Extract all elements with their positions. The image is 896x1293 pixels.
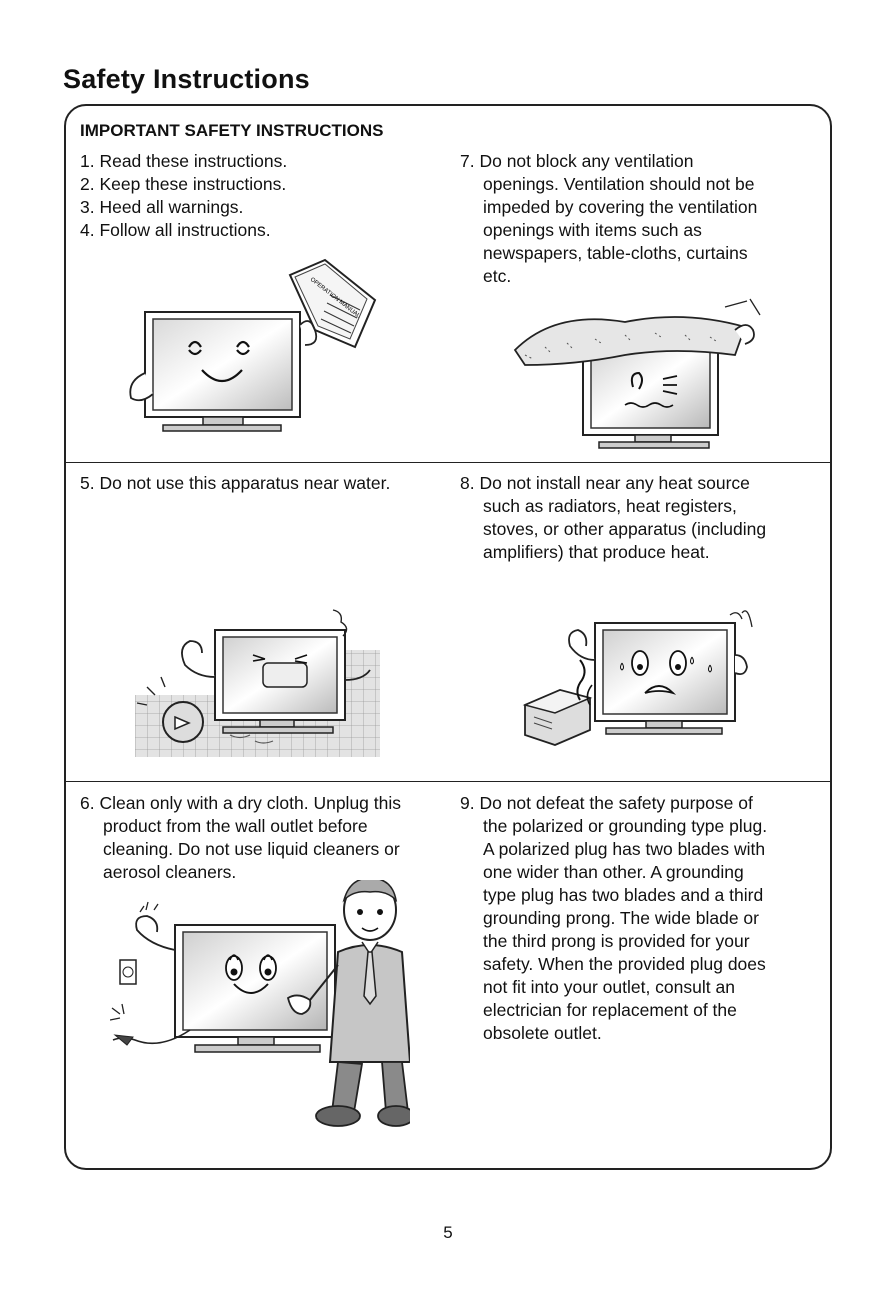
instruction-9: 9. Do not defeat the safety purpose of t… [460, 792, 767, 1045]
instruction-9-line: safety. When the provided plug does [483, 954, 766, 974]
instruction-7-line: newspapers, table-cloths, curtains [483, 243, 748, 263]
instruction-9-line: 9. Do not defeat the safety purpose of [460, 793, 753, 813]
instruction-8-line: stoves, or other apparatus (including [483, 519, 767, 539]
section-divider [64, 462, 832, 463]
tv-near-water-illustration [135, 609, 380, 757]
instruction-3: 3. Heed all warnings. [80, 197, 244, 217]
instruction-7-line: etc. [483, 266, 512, 286]
instruction-7-line: 7. Do not block any ventilation [460, 151, 694, 171]
tv-near-heater-illustration [522, 610, 753, 746]
instruction-6: 6. Clean only with a dry cloth. Unplug t… [80, 792, 401, 884]
section-heading: IMPORTANT SAFETY INSTRUCTIONS [80, 121, 384, 140]
page-number: 5 [443, 1223, 453, 1242]
instruction-2: 2. Keep these instructions. [80, 174, 287, 194]
instruction-5: 5. Do not use this apparatus near water. [80, 473, 391, 493]
instruction-8-line: such as radiators, heat registers, [483, 496, 737, 516]
instruction-6-line: 6. Clean only with a dry cloth. Unplug t… [80, 793, 401, 813]
instruction-8-line: 8. Do not install near any heat source [460, 473, 750, 493]
instruction-7-line: openings. Ventilation should not be [483, 174, 755, 194]
instruction-7-line: openings with items such as [483, 220, 702, 240]
instruction-9-line: grounding prong. The wide blade or [483, 908, 759, 928]
tv-covered-cloth-illustration [513, 298, 761, 449]
instruction-7: 7. Do not block any ventilation openings… [460, 150, 757, 288]
instruction-9-line: one wider than other. A grounding [483, 862, 744, 882]
instruction-9-line: the third prong is provided for your [483, 931, 750, 951]
instruction-list-1-4: 1. Read these instructions. 2. Keep thes… [80, 150, 287, 242]
instruction-9-line: A polarized plug has two blades with [483, 839, 766, 859]
instruction-4: 4. Follow all instructions. [80, 220, 271, 240]
instruction-9-line: the polarized or grounding type plug. [483, 816, 768, 836]
instruction-7-line: impeded by covering the ventilation [483, 197, 758, 217]
instruction-9-line: not fit into your outlet, consult an [483, 977, 735, 997]
instruction-6-line: cleaning. Do not use liquid cleaners or [103, 839, 400, 859]
tv-reading-manual-illustration: OPERATION MANUAL [129, 258, 377, 432]
man-cleaning-tv-illustration [110, 880, 410, 1127]
instructions-frame [64, 104, 832, 1170]
instruction-9-line: electrician for replacement of the [483, 1000, 737, 1020]
instruction-9-line: obsolete outlet. [483, 1023, 602, 1043]
section-divider [64, 781, 832, 782]
instruction-8-line: amplifiers) that produce heat. [483, 542, 710, 562]
instruction-9-line: type plug has two blades and a third [483, 885, 764, 905]
instruction-6-line: aerosol cleaners. [103, 862, 237, 882]
page-title: Safety Instructions [63, 64, 310, 94]
instruction-6-line: product from the wall outlet before [103, 816, 368, 836]
instruction-1: 1. Read these instructions. [80, 151, 288, 171]
instruction-8: 8. Do not install near any heat source s… [460, 472, 766, 564]
